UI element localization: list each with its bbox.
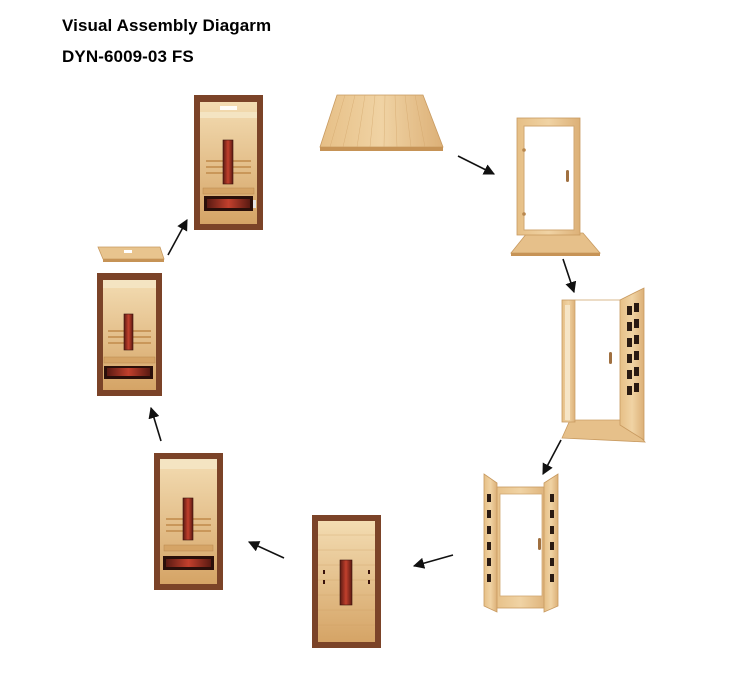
bench-and-heaters xyxy=(154,453,223,590)
arrow-3-to-4 xyxy=(542,439,562,475)
assembled-sauna xyxy=(194,95,263,230)
arrow-7-to-8 xyxy=(167,219,188,256)
diagram-title: Visual Assembly Diagarm xyxy=(62,16,272,35)
back-panel xyxy=(312,515,381,648)
front-glass-door-panel xyxy=(510,117,601,256)
flow-arrows xyxy=(148,155,577,569)
floor-panel xyxy=(319,94,444,151)
roof-panel xyxy=(97,246,165,396)
side-panel-left xyxy=(483,473,559,613)
model-number: DYN-6009-03 FS xyxy=(62,47,194,66)
arrow-1-to-2 xyxy=(457,155,496,175)
arrow-6-to-7 xyxy=(148,406,162,442)
arrow-4-to-5 xyxy=(412,554,454,569)
arrow-2-to-3 xyxy=(562,258,577,294)
side-panel-right xyxy=(561,287,646,443)
arrow-5-to-6 xyxy=(247,541,285,559)
